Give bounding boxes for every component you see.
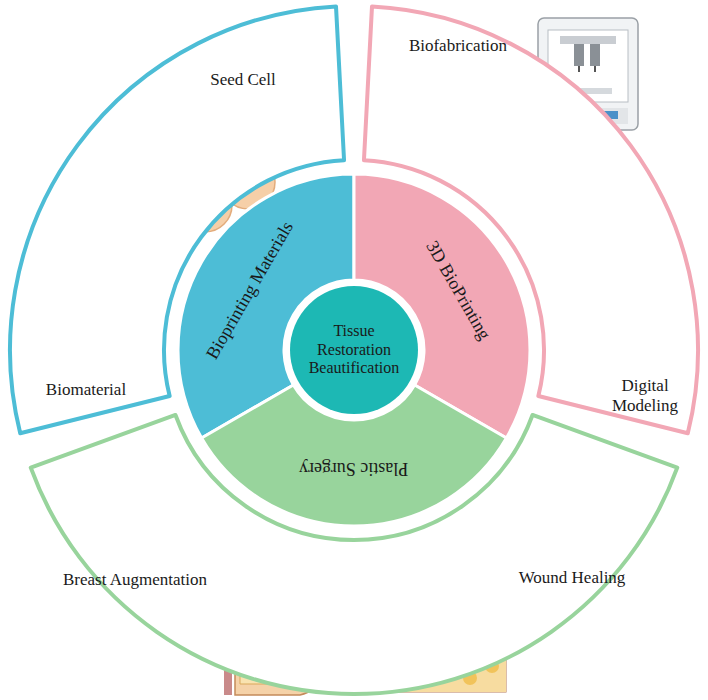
hydrogel-dish <box>32 296 126 374</box>
breast-illustration <box>224 560 324 695</box>
center-circle-outline <box>290 286 418 414</box>
outer-sector-outline <box>31 415 678 694</box>
center-title: Tissue Restoration Beautification <box>298 322 410 377</box>
inner-sector-outline <box>202 385 507 526</box>
inner-sector-outline <box>354 174 530 438</box>
topic-label: Biomaterial <box>46 380 126 400</box>
outer-sector-outline <box>10 6 344 433</box>
skin-illustration <box>388 555 506 692</box>
mri-scanner <box>558 190 680 314</box>
inner-sector-outline <box>178 174 354 438</box>
outer-sector-outline <box>364 6 698 433</box>
topic-label: Breast Augmentation <box>63 570 207 590</box>
topic-label: Wound Healing <box>519 568 626 588</box>
topic-label: Biofabrication <box>409 36 507 56</box>
sector-label: Plastic Surgery <box>299 458 408 479</box>
topic-label: Seed Cell <box>210 70 276 90</box>
bioprinter <box>538 18 638 130</box>
topic-label: Digital Modeling <box>599 376 691 415</box>
cell-cluster <box>133 95 275 232</box>
sector-label: 3D BioPrinting <box>421 237 494 343</box>
sector-label: Bioprinting Materials <box>202 218 298 363</box>
